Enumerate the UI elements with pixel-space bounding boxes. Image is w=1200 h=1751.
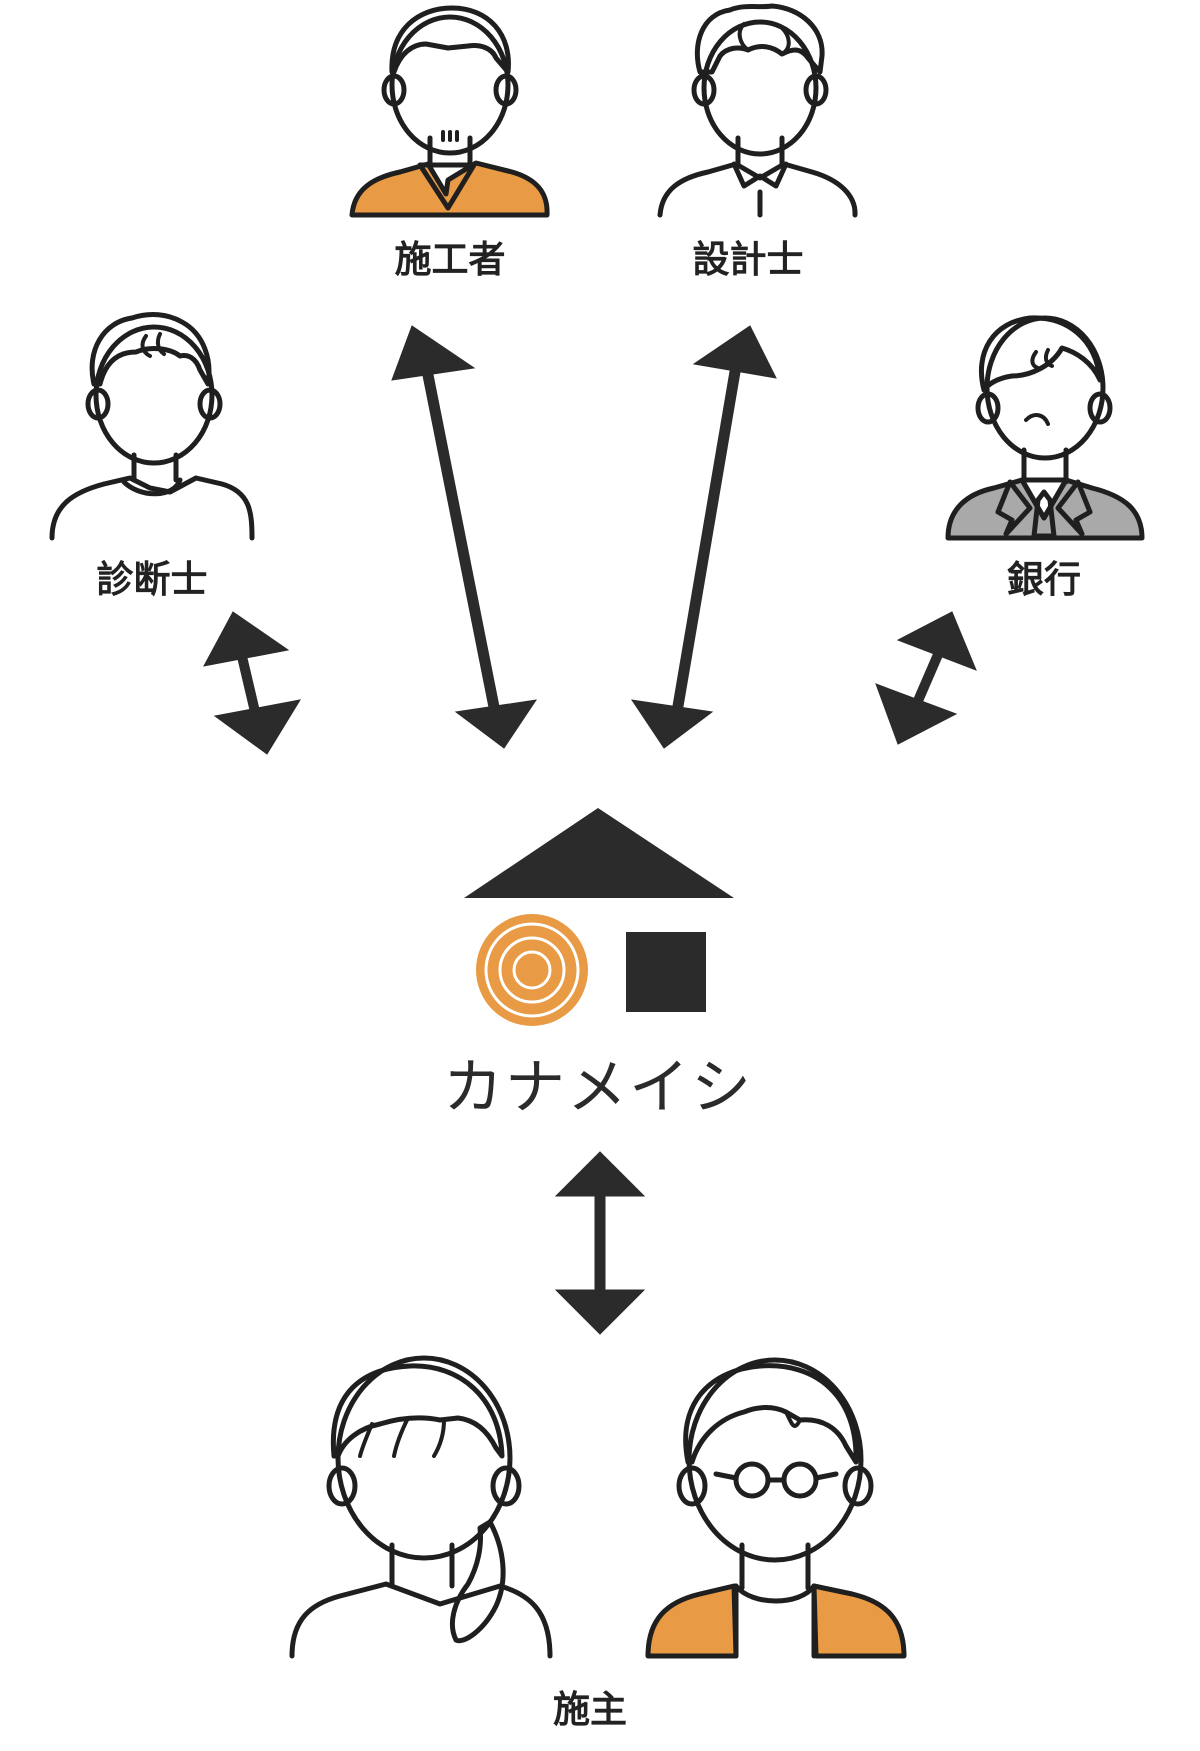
arrow-inspector-center xyxy=(203,611,302,755)
architect-label: 設計士 xyxy=(693,238,804,281)
person-gray-hair-orange-shirt-icon xyxy=(349,5,550,218)
person-orange-hair-icon xyxy=(49,312,255,541)
arrow-architect-center xyxy=(630,325,777,749)
inspector-label: 診断士 xyxy=(97,558,208,601)
arrow-center-owner xyxy=(554,1151,646,1335)
arrow-bank-center xyxy=(875,611,977,745)
arrow-constructor-center xyxy=(391,325,538,749)
man-glasses-icon xyxy=(645,1357,907,1659)
person-suit-tie-icon xyxy=(945,315,1145,541)
owner-label: 施主 xyxy=(553,1688,627,1731)
person-orange-hair-collar-shirt-icon xyxy=(657,3,858,218)
kanameishi-house-logo-icon xyxy=(464,808,734,1026)
constructor-label: 施工者 xyxy=(395,238,506,281)
brand-name: カナメイシ xyxy=(443,1053,753,1123)
couple-icon xyxy=(289,1355,907,1659)
bank-label: 銀行 xyxy=(1007,558,1081,601)
woman-icon xyxy=(289,1355,553,1659)
